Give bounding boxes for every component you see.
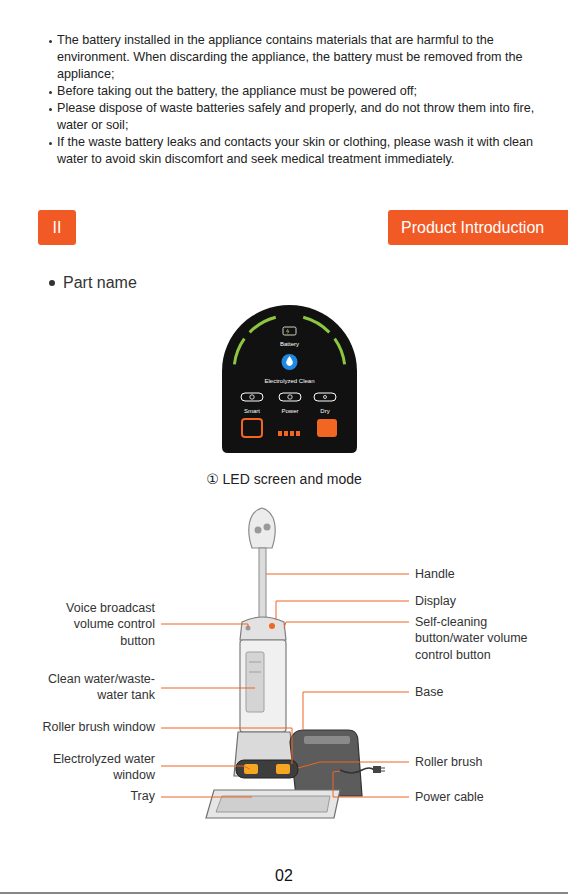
led-screen: BatteryElectrolyzed CleanSmart Power Dry (222, 305, 357, 453)
mode-label: Power (281, 408, 298, 415)
part-name: Electrolyzed water window (35, 751, 155, 784)
mode-label: Battery (280, 341, 299, 348)
leader-lines (161, 574, 409, 797)
bullet-dot (49, 142, 52, 145)
part-name: Power cable (415, 789, 555, 806)
bullet-dot (49, 280, 55, 286)
note-text: Before taking out the battery, the appli… (57, 83, 557, 100)
section-title: II (53, 219, 62, 236)
part-name: Self-cleaning button/water volume contro… (415, 614, 540, 664)
base-dock (290, 730, 362, 796)
part-name: Voice broadcast volume control button (51, 600, 155, 650)
plug (373, 766, 381, 773)
part-name: Base (415, 684, 555, 701)
note-text: Please dispose of waste batteries safely… (57, 100, 557, 134)
page-number: 02 (244, 865, 324, 886)
body-head (240, 617, 286, 640)
display-light (269, 623, 275, 629)
water-tank (240, 640, 286, 732)
power-cable (340, 768, 374, 773)
bullet-dot (49, 108, 52, 111)
part-name: Roller brush (415, 754, 555, 771)
bullet-dot (49, 91, 52, 94)
roller-brush (236, 760, 298, 778)
mode-label: Electrolyzed Clean (264, 378, 314, 385)
handle-button (264, 524, 271, 531)
handle-pole (259, 548, 266, 620)
part-name: Display (415, 593, 555, 610)
subheading: Part name (63, 272, 263, 293)
mode-label: Smart (244, 408, 260, 415)
bullet-dot (49, 40, 52, 43)
tank-window (246, 652, 264, 712)
section-tab: II (38, 210, 76, 245)
handle-button (255, 527, 262, 534)
note-text: If the waste battery leaks and contacts … (57, 134, 557, 168)
part-name: Roller brush window (5, 719, 155, 736)
electrolyzed-window (244, 764, 258, 774)
part-name: Clean water/waste-water tank (43, 671, 155, 704)
note-text: The battery installed in the appliance c… (57, 32, 557, 83)
part-name: Handle (415, 566, 555, 583)
page-rule (0, 892, 568, 893)
section-title: Product Introduction (401, 219, 544, 236)
mode-label: Dry (320, 408, 329, 415)
base-top (304, 736, 350, 744)
figure-caption: ① LED screen and mode (124, 470, 444, 488)
part-name: Tray (55, 788, 155, 805)
section-tab: Product Introduction (388, 210, 568, 245)
handle-grip (249, 508, 275, 548)
tray (206, 790, 340, 818)
